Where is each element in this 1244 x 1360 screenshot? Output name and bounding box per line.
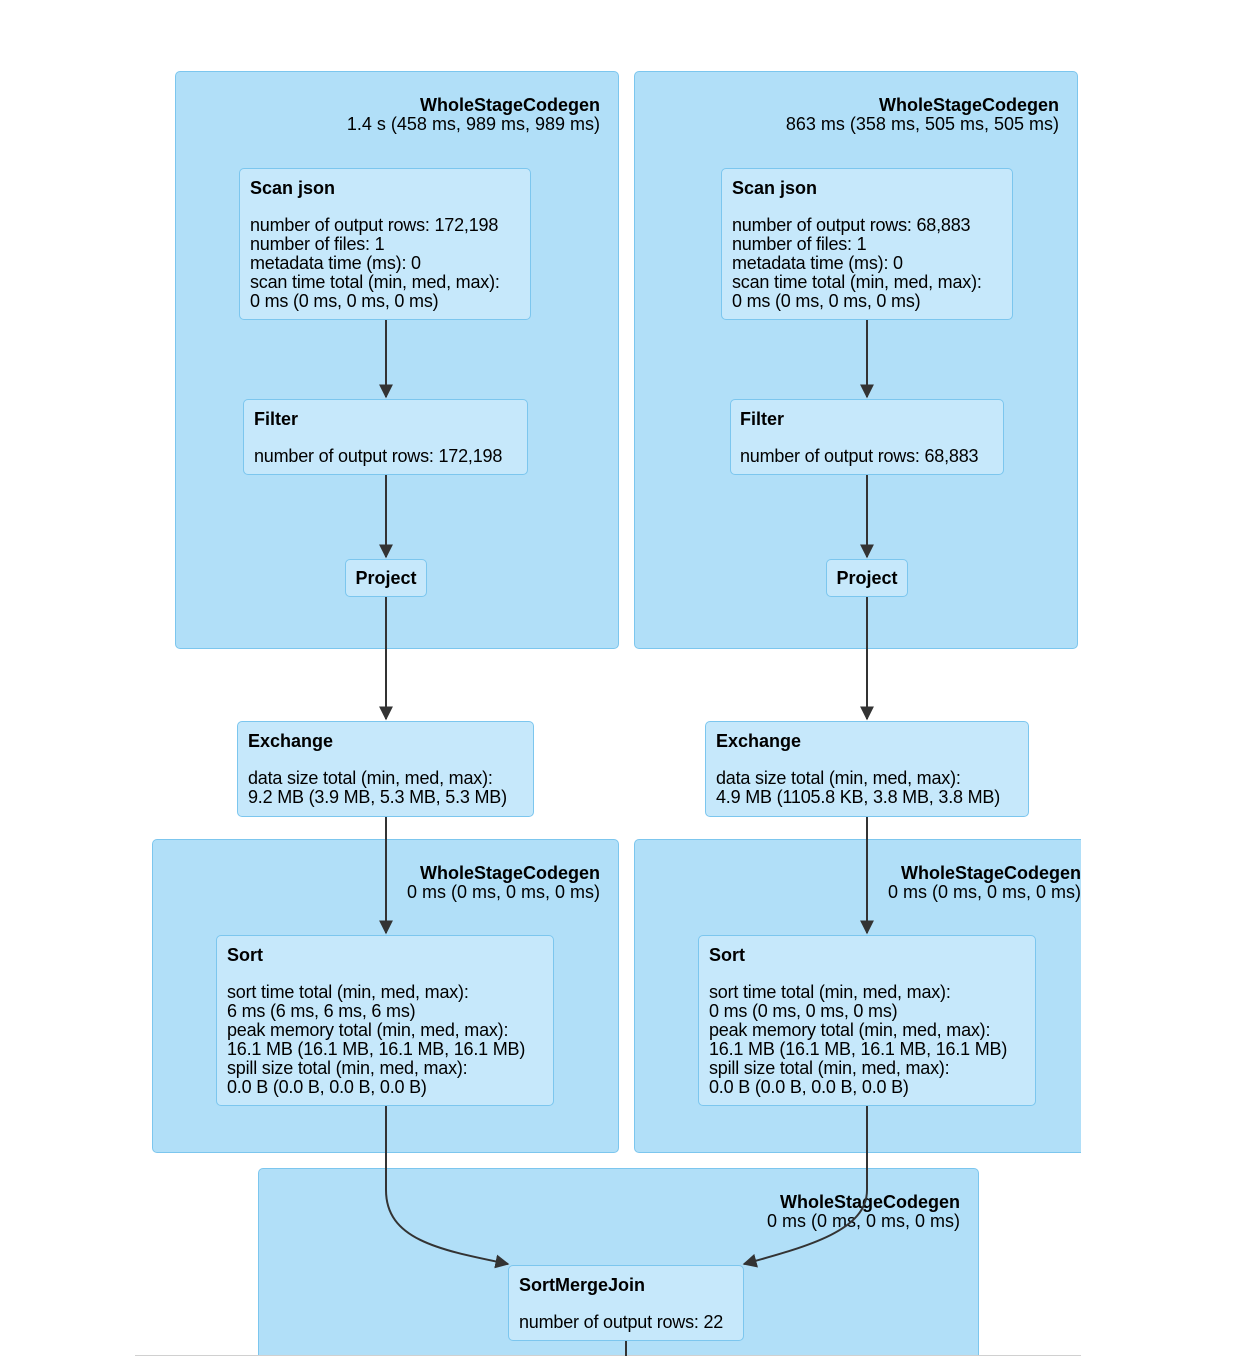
node-name: Exchange [248,731,334,751]
query-plan-graph: WholeStageCodegen 1.4 s (458 ms, 989 ms,… [152,71,1081,1356]
node-exchange-right[interactable]: Exchange data size total (min, med, max)… [705,721,1029,817]
codegen-cluster-scan-right[interactable]: WholeStageCodegen 863 ms (358 ms, 505 ms… [634,71,1078,649]
node-metrics: number of output rows: 22 [519,1312,724,1332]
cluster-name: WholeStageCodegen [878,95,1059,115]
node-sort-right[interactable]: Sort sort time total (min, med, max): 0 … [698,935,1036,1106]
edge-sort-right-to-join [742,1106,868,1268]
node-name: Sort [709,945,745,965]
node-project-left[interactable]: Project [345,559,427,597]
node-metrics: sort time total (min, med, max): 6 ms (6… [227,982,526,1097]
cluster-title: WholeStageCodegen 0 ms (0 ms, 0 ms, 0 ms… [407,864,600,902]
node-name: Project [836,568,898,588]
node-metrics: number of output rows: 172,198 number of… [250,215,500,311]
node-metrics: sort time total (min, med, max): 0 ms (0… [709,982,1008,1097]
node-metrics: data size total (min, med, max): 9.2 MB … [248,768,507,807]
node-metrics: number of output rows: 68,883 [740,446,979,466]
node-filter-right[interactable]: Filter number of output rows: 68,883 [730,399,1004,475]
node-sort-left[interactable]: Sort sort time total (min, med, max): 6 … [216,935,554,1106]
node-name: Sort [227,945,263,965]
cluster-title: WholeStageCodegen 1.4 s (458 ms, 989 ms,… [347,96,600,134]
node-name: Filter [740,409,785,429]
cluster-name: WholeStageCodegen [419,863,600,883]
cluster-metric: 1.4 s (458 ms, 989 ms, 989 ms) [346,114,600,134]
codegen-cluster-scan-left[interactable]: WholeStageCodegen 1.4 s (458 ms, 989 ms,… [175,71,619,649]
cluster-metric: 0 ms (0 ms, 0 ms, 0 ms) [406,882,600,902]
node-filter-left[interactable]: Filter number of output rows: 172,198 [243,399,528,475]
node-scan-json-left[interactable]: Scan json number of output rows: 172,198… [239,168,531,320]
node-name: Scan json [250,178,336,198]
cluster-name: WholeStageCodegen [900,863,1081,883]
bottom-divider [135,1355,1081,1356]
node-scan-json-right[interactable]: Scan json number of output rows: 68,883 … [721,168,1013,320]
cluster-name: WholeStageCodegen [779,1192,960,1212]
edges-layer [379,320,874,1356]
node-metrics: number of output rows: 172,198 [254,446,503,466]
node-name: Filter [254,409,299,429]
node-metrics: data size total (min, med, max): 4.9 MB … [716,768,1000,807]
cluster-metric: 0 ms (0 ms, 0 ms, 0 ms) [887,882,1081,902]
cluster-title: WholeStageCodegen 0 ms (0 ms, 0 ms, 0 ms… [888,864,1081,902]
node-name: Exchange [716,731,802,751]
cluster-title: WholeStageCodegen 0 ms (0 ms, 0 ms, 0 ms… [767,1193,960,1231]
node-sort-merge-join[interactable]: SortMergeJoin number of output rows: 22 [508,1265,744,1341]
node-name: Project [355,568,417,588]
cluster-name: WholeStageCodegen [419,95,600,115]
node-metrics: number of output rows: 68,883 number of … [732,215,982,311]
cluster-metric: 863 ms (358 ms, 505 ms, 505 ms) [785,114,1059,134]
node-name: Scan json [732,178,818,198]
cluster-metric: 0 ms (0 ms, 0 ms, 0 ms) [766,1211,960,1231]
cluster-title: WholeStageCodegen 863 ms (358 ms, 505 ms… [786,96,1059,134]
edge-sort-left-to-join [385,1106,510,1269]
node-project-right[interactable]: Project [826,559,908,597]
node-exchange-left[interactable]: Exchange data size total (min, med, max)… [237,721,534,817]
node-name: SortMergeJoin [519,1275,646,1295]
